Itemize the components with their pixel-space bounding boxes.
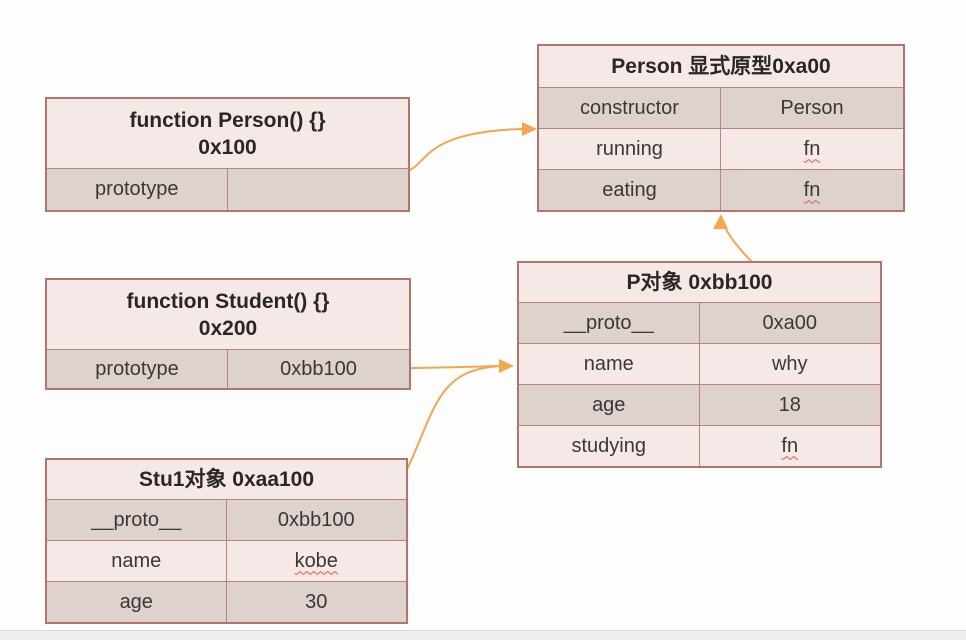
table-student-function: function Student() {} 0x200 prototype 0x…: [45, 278, 411, 390]
title-line-2: 0x200: [198, 316, 258, 340]
cell-value: Person: [780, 96, 844, 119]
table-p-object-title: P对象 0xbb100: [519, 263, 880, 302]
arrowhead-person-prototype-table-bottom: [713, 214, 728, 229]
table-student-function-title: function Student() {} 0x200: [47, 280, 409, 349]
cell-value: 0xbb100: [280, 357, 357, 380]
table-row: prototype: [47, 168, 408, 210]
table-person-function-title: function Person() {} 0x100: [47, 99, 408, 168]
cell-key: studying: [519, 426, 700, 466]
cell-key: __proto__: [519, 303, 700, 343]
arrowhead-p-object: [499, 359, 514, 373]
table-stu1-object: Stu1对象 0xaa100 __proto__ 0xbb100 name ko…: [45, 458, 408, 624]
table-p-object: P对象 0xbb100 __proto__ 0xa00 name why age…: [517, 261, 882, 468]
table-person-prototype: Person 显式原型0xa00 constructor Person runn…: [537, 44, 905, 212]
table-row: studying fn: [519, 425, 880, 466]
cell-value: [228, 169, 409, 210]
table-row: name why: [519, 343, 880, 384]
table-row: __proto__ 0xbb100: [47, 499, 406, 540]
cell-value: fn: [781, 434, 799, 457]
cell-value: kobe: [294, 549, 338, 572]
cell-value: 30: [305, 590, 328, 613]
cell-value: why: [771, 352, 808, 375]
cell-value: fn: [803, 178, 821, 201]
cell-key: eating: [539, 170, 721, 210]
title-line-1: function Person() {}: [129, 108, 326, 132]
table-row: age 30: [47, 581, 406, 622]
cell-value: 0xbb100: [277, 508, 355, 531]
cell-key: name: [519, 344, 700, 384]
cell-key: constructor: [539, 88, 721, 128]
table-row: eating fn: [539, 169, 903, 210]
table-row: name kobe: [47, 540, 406, 581]
table-row: __proto__ 0xa00: [519, 302, 880, 343]
cell-key: prototype: [47, 169, 228, 210]
window-bottom-bar: [0, 630, 966, 640]
cell-value: 18: [778, 393, 801, 416]
table-row: constructor Person: [539, 87, 903, 128]
cell-value: fn: [803, 137, 821, 160]
cell-key: prototype: [47, 350, 228, 388]
table-row: prototype 0xbb100: [47, 349, 409, 388]
cell-key: __proto__: [47, 500, 227, 540]
title-line-2: 0x100: [198, 135, 257, 159]
table-stu1-object-title: Stu1对象 0xaa100: [47, 460, 406, 499]
table-person-function: function Person() {} 0x100 prototype: [45, 97, 410, 212]
table-person-prototype-title: Person 显式原型0xa00: [539, 46, 903, 87]
cell-key: age: [47, 582, 227, 622]
arrowhead-person-prototype: [522, 122, 537, 136]
cell-key: age: [519, 385, 700, 425]
cell-key: name: [47, 541, 227, 581]
cell-value: 0xa00: [762, 311, 818, 334]
title-line-1: function Student() {}: [126, 289, 330, 313]
cell-key: running: [539, 129, 721, 169]
table-row: age 18: [519, 384, 880, 425]
table-row: running fn: [539, 128, 903, 169]
